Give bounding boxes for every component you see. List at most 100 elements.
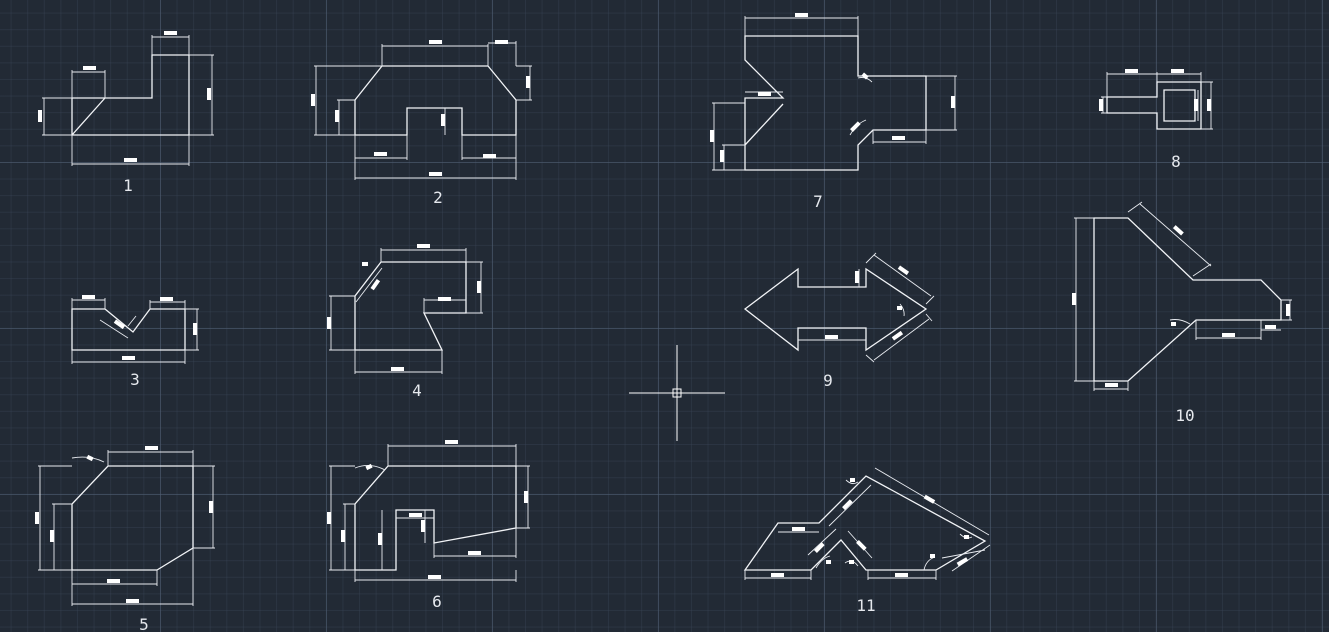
figure-1[interactable]: 1 xyxy=(38,31,214,195)
figure-7-dim-tag xyxy=(758,92,771,96)
figure-11-dim-tag xyxy=(930,554,935,558)
figure-11-dim-tag xyxy=(856,540,867,551)
figure-6-dim-tag xyxy=(428,575,441,579)
figure-9[interactable]: 9 xyxy=(743,252,935,390)
figure-9-outline[interactable] xyxy=(743,267,928,352)
figure-5-dim-tag xyxy=(107,579,120,583)
figure-4-dim-tag xyxy=(438,297,451,301)
figure-10-dim-tag xyxy=(1222,333,1235,337)
figure-7-dim-tag xyxy=(795,13,808,17)
figure-9-label: 9 xyxy=(823,371,833,390)
figure-6-dim-tag xyxy=(365,463,373,471)
figure-7-dim-tag xyxy=(861,72,869,80)
figure-10-dim-tag xyxy=(1172,225,1184,236)
figure-5-dimensions xyxy=(38,450,215,606)
figure-2-outline[interactable] xyxy=(354,65,517,136)
figure-11-dim-tag xyxy=(792,527,805,531)
figure-7-dim-tag xyxy=(892,136,905,140)
figure-8-dim-tag xyxy=(1171,69,1184,73)
figure-6-dim-tag xyxy=(327,512,331,524)
figure-7[interactable]: 7 xyxy=(710,13,957,211)
figure-6-outline[interactable] xyxy=(354,465,517,571)
figure-10[interactable]: 10 xyxy=(1072,201,1292,425)
figure-11-dim-tag xyxy=(956,557,969,567)
figure-7-dimensions xyxy=(712,16,957,171)
figure-11-dim-tag xyxy=(771,573,784,577)
figure-3-outline[interactable] xyxy=(71,308,186,351)
figure-5-dim-tag xyxy=(126,599,139,603)
figure-4-dim-tag xyxy=(362,262,368,266)
figure-7-dim-tag xyxy=(720,150,724,162)
figure-7-outline[interactable] xyxy=(744,35,927,171)
figure-4-dim-tag xyxy=(327,317,331,329)
figure-4[interactable]: 4 xyxy=(327,244,483,400)
figure-7-dim-tag xyxy=(850,121,861,132)
figure-1-dim-tag xyxy=(38,110,42,122)
figure-11-dim-tag xyxy=(895,573,908,577)
figure-2-dimensions xyxy=(314,41,532,180)
figure-8-dim-tag xyxy=(1099,99,1103,111)
figure-2-dim-tag xyxy=(374,152,387,156)
figure-10-dim-tag xyxy=(1265,325,1276,329)
figure-2[interactable]: 2 xyxy=(311,40,532,207)
figure-6-dim-tag xyxy=(468,551,481,555)
figure-6-dim-tag xyxy=(409,513,422,517)
figure-10-dimensions xyxy=(1074,201,1292,391)
figure-3-dim-tag xyxy=(122,356,135,360)
figure-8-dim-tag xyxy=(1125,69,1138,73)
figure-10-dim-tag xyxy=(1105,383,1118,387)
figure-11-dim-tag xyxy=(842,499,853,510)
figure-11-dim-tag xyxy=(850,478,855,482)
figure-2-dim-tag xyxy=(335,110,339,122)
figure-6-label: 6 xyxy=(432,592,442,611)
figure-8-outline[interactable] xyxy=(1106,81,1202,130)
figure-9-dim-tag xyxy=(825,335,838,339)
figure-3-label: 3 xyxy=(130,370,140,389)
figure-2-dim-tag xyxy=(495,40,508,44)
figure-9-dim-tag xyxy=(891,330,904,341)
figure-10-dim-tag xyxy=(1171,322,1176,326)
figure-6-dim-tag xyxy=(524,491,528,503)
figure-2-dim-tag xyxy=(483,154,496,158)
figure-8-dim-tag xyxy=(1194,99,1198,111)
figure-2-dim-tag xyxy=(526,76,530,88)
figure-11-outline[interactable] xyxy=(743,475,987,571)
figure-5-dim-tag xyxy=(86,454,94,462)
figure-5-dim-tag xyxy=(145,446,158,450)
figure-6-dim-tag xyxy=(378,533,382,545)
figure-3[interactable]: 3 xyxy=(71,295,199,389)
figure-9-dim-tag xyxy=(897,265,910,276)
figure-2-dim-tag xyxy=(429,40,442,44)
figure-1-outline[interactable] xyxy=(71,54,190,136)
figure-6-dimensions xyxy=(329,444,530,582)
figure-3-dim-tag xyxy=(113,319,126,330)
figure-11-dim-tag xyxy=(814,542,825,553)
figure-5-dim-tag xyxy=(35,512,39,524)
figure-10-outline[interactable] xyxy=(1093,217,1282,382)
figure-3-dim-tag xyxy=(160,297,173,301)
figure-11-dim-tag xyxy=(849,560,854,564)
figure-4-dim-tag xyxy=(477,281,481,293)
figure-11[interactable]: 11 xyxy=(743,467,991,615)
figure-1-label: 1 xyxy=(123,176,133,195)
figure-4-dim-tag xyxy=(370,278,381,291)
figure-4-outline[interactable] xyxy=(354,261,467,351)
figure-6-dim-tag xyxy=(445,440,458,444)
figure-1-dim-tag xyxy=(164,31,177,35)
figure-5-outline[interactable] xyxy=(71,465,194,571)
figure-6-dim-tag xyxy=(421,520,425,532)
figure-7-dim-tag xyxy=(710,130,714,142)
figure-9-dim-tag xyxy=(897,306,902,310)
figure-8[interactable]: 8 xyxy=(1099,69,1213,171)
figure-10-dim-tag xyxy=(1286,304,1290,316)
figure-2-dim-tag xyxy=(429,172,442,176)
figure-6-dim-tag xyxy=(341,530,345,542)
figure-6[interactable]: 6 xyxy=(327,440,530,611)
figure-4-dim-tag xyxy=(391,367,404,371)
crosshair-cursor-icon[interactable] xyxy=(629,345,725,441)
figure-4-dim-tag xyxy=(417,244,430,248)
figure-5-label: 5 xyxy=(139,615,149,632)
figure-5[interactable]: 5 xyxy=(35,446,215,632)
